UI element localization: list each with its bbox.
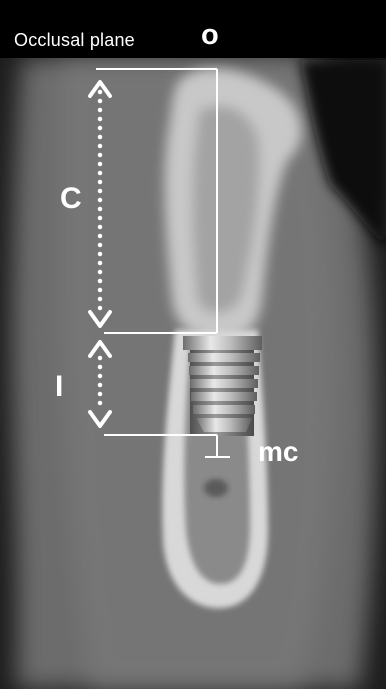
dental-implant	[183, 336, 262, 436]
label-implant-length: I	[55, 370, 63, 404]
header-bar: Occlusal plane	[0, 0, 386, 58]
label-crown-height: C	[60, 182, 82, 216]
label-mandibular-canal: mc	[258, 436, 298, 468]
header-title: Occlusal plane	[14, 30, 135, 51]
label-occlusal-point: o	[201, 19, 219, 52]
